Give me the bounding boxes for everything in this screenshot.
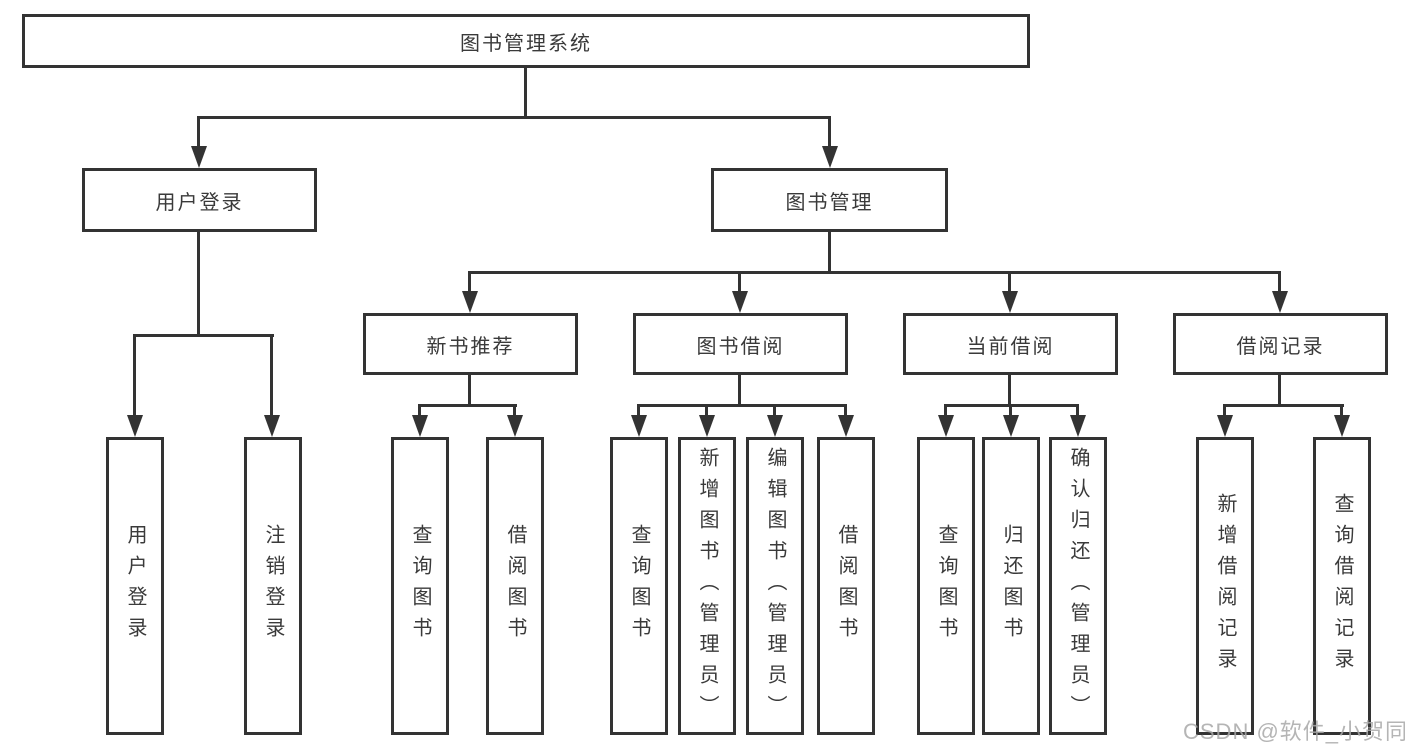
arrowhead xyxy=(462,291,478,313)
leaf-return-books: 归还图书 xyxy=(982,437,1040,735)
connector xyxy=(468,375,471,406)
connector xyxy=(197,232,200,337)
arrowhead xyxy=(1272,291,1288,313)
leaf-query-books-current-label: 查询图书 xyxy=(935,524,957,648)
connector xyxy=(133,334,136,419)
node-current-borrow-label: 当前借阅 xyxy=(966,335,1055,358)
arrowhead xyxy=(767,415,783,437)
connector xyxy=(828,116,831,150)
leaf-borrow-books-recommend-label: 借阅图书 xyxy=(504,524,526,648)
leaf-borrow-books-label: 借阅图书 xyxy=(835,524,857,648)
leaf-return-books-label: 归还图书 xyxy=(1000,524,1022,648)
connector xyxy=(738,271,741,295)
leaf-query-books-borrow-label: 查询图书 xyxy=(628,524,650,648)
leaf-logout-login: 注销登录 xyxy=(244,437,302,735)
connector xyxy=(468,271,1281,274)
leaf-confirm-return-admin: 确认归还（管理员） xyxy=(1049,437,1107,735)
arrowhead xyxy=(507,415,523,437)
node-book-borrow: 图书借阅 xyxy=(633,313,848,375)
leaf-query-borrow-record: 查询借阅记录 xyxy=(1313,437,1371,735)
arrowhead xyxy=(699,415,715,437)
connector xyxy=(1340,404,1343,420)
arrowhead xyxy=(938,415,954,437)
connector xyxy=(1278,375,1281,406)
watermark: CSDN @软件_小贺同学 xyxy=(1183,719,1405,744)
arrowhead xyxy=(412,415,428,437)
arrowhead xyxy=(732,291,748,313)
leaf-add-borrow-record: 新增借阅记录 xyxy=(1196,437,1254,735)
connector xyxy=(738,375,741,406)
connector xyxy=(944,404,947,420)
connector xyxy=(637,404,640,420)
node-root-label: 图书管理系统 xyxy=(460,32,592,55)
connector xyxy=(1008,375,1011,406)
connector xyxy=(844,404,847,420)
leaf-user-login: 用户登录 xyxy=(106,437,164,735)
arrowhead xyxy=(822,146,838,168)
connector xyxy=(418,404,517,407)
leaf-user-login-label: 用户登录 xyxy=(124,524,146,648)
leaf-edit-books-admin: 编辑图书（管理员） xyxy=(746,437,804,735)
node-root-system: 图书管理系统 xyxy=(22,14,1030,68)
arrowhead xyxy=(264,415,280,437)
connector xyxy=(270,334,273,419)
leaf-borrow-books-recommend: 借阅图书 xyxy=(486,437,544,735)
leaf-add-borrow-record-label: 新增借阅记录 xyxy=(1214,493,1236,679)
node-new-book-recommend-label: 新书推荐 xyxy=(426,335,515,358)
connector xyxy=(1008,271,1011,295)
leaf-add-books-admin-label: 新增图书（管理员） xyxy=(696,446,718,726)
leaf-query-borrow-record-label: 查询借阅记录 xyxy=(1331,493,1353,679)
leaf-query-books-current: 查询图书 xyxy=(917,437,975,735)
connector xyxy=(1076,404,1079,420)
connector xyxy=(468,271,471,295)
leaf-borrow-books: 借阅图书 xyxy=(817,437,875,735)
connector xyxy=(418,404,421,420)
connector xyxy=(1009,404,1012,420)
arrowhead xyxy=(1002,291,1018,313)
connector xyxy=(1223,404,1344,407)
node-user-login-label: 用户登录 xyxy=(155,191,244,214)
node-book-management-label: 图书管理 xyxy=(785,191,874,214)
node-current-borrow: 当前借阅 xyxy=(903,313,1118,375)
leaf-logout-login-label: 注销登录 xyxy=(262,524,284,648)
leaf-edit-books-admin-label: 编辑图书（管理员） xyxy=(764,446,786,726)
node-book-borrow-label: 图书借阅 xyxy=(696,335,785,358)
connector xyxy=(773,404,776,420)
leaf-confirm-return-admin-label: 确认归还（管理员） xyxy=(1067,446,1089,726)
leaf-add-books-admin: 新增图书（管理员） xyxy=(678,437,736,735)
arrowhead xyxy=(191,146,207,168)
leaf-query-books-recommend: 查询图书 xyxy=(391,437,449,735)
node-borrow-records: 借阅记录 xyxy=(1173,313,1388,375)
connector xyxy=(197,116,831,119)
connector xyxy=(524,68,527,118)
arrowhead xyxy=(631,415,647,437)
node-new-book-recommend: 新书推荐 xyxy=(363,313,578,375)
connector xyxy=(1223,404,1226,420)
node-borrow-records-label: 借阅记录 xyxy=(1236,335,1325,358)
arrowhead xyxy=(1334,415,1350,437)
connector xyxy=(513,404,516,420)
node-user-login: 用户登录 xyxy=(82,168,317,232)
arrowhead xyxy=(127,415,143,437)
leaf-query-books-recommend-label: 查询图书 xyxy=(409,524,431,648)
arrowhead xyxy=(1003,415,1019,437)
node-book-management: 图书管理 xyxy=(711,168,948,232)
connector xyxy=(637,404,847,407)
arrowhead xyxy=(1217,415,1233,437)
connector xyxy=(705,404,708,420)
connector xyxy=(133,334,274,337)
connector xyxy=(197,116,200,150)
connector xyxy=(1278,271,1281,295)
arrowhead xyxy=(838,415,854,437)
connector xyxy=(828,232,831,274)
leaf-query-books-borrow: 查询图书 xyxy=(610,437,668,735)
arrowhead xyxy=(1070,415,1086,437)
